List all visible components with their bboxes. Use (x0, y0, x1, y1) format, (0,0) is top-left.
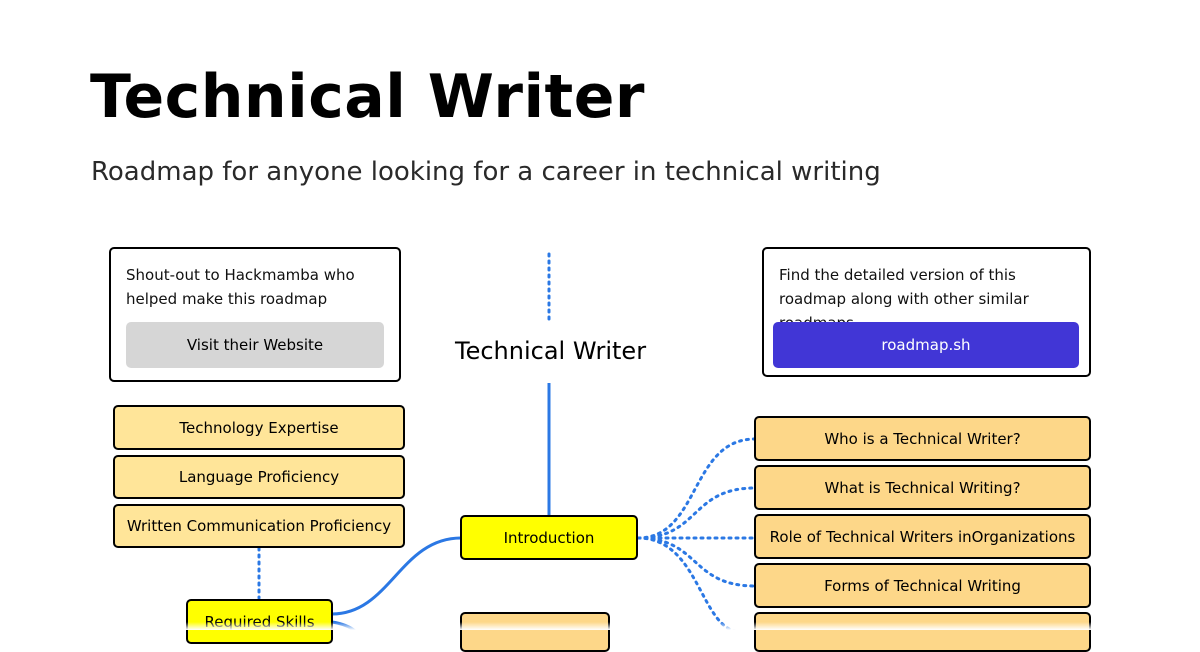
topic-language-proficiency[interactable]: Language Proficiency (113, 455, 405, 499)
page-title: Technical Writer (90, 62, 645, 132)
node-center-lower[interactable] (460, 612, 610, 652)
shoutout-card: Shout-out to Hackmamba who helped make t… (109, 247, 401, 382)
roadmap-center-title: Technical Writer (455, 337, 647, 365)
detailed-version-card: Find the detailed version of this roadma… (762, 247, 1091, 377)
page-subtitle: Roadmap for anyone looking for a career … (91, 157, 881, 187)
topic-who-is-technical-writer[interactable]: Who is a Technical Writer? (754, 416, 1091, 461)
topic-lower-partial[interactable] (754, 612, 1091, 652)
topic-written-communication[interactable]: Written Communication Proficiency (113, 504, 405, 548)
topic-what-is-technical-writing[interactable]: What is Technical Writing? (754, 465, 1091, 510)
shoutout-text: Shout-out to Hackmamba who helped make t… (126, 266, 355, 308)
visit-website-button[interactable]: Visit their Website (126, 322, 384, 368)
topic-role-of-technical-writers[interactable]: Role of Technical Writers inOrganization… (754, 514, 1091, 559)
skills-to-introduction-connector (331, 536, 462, 616)
topic-forms-of-technical-writing[interactable]: Forms of Technical Writing (754, 563, 1091, 608)
introduction-fan-connectors (636, 437, 757, 630)
bottom-fade (0, 622, 1200, 630)
roadmap-sh-button[interactable]: roadmap.sh (773, 322, 1079, 368)
node-introduction[interactable]: Introduction (460, 515, 638, 560)
topic-technology-expertise[interactable]: Technology Expertise (113, 405, 405, 450)
